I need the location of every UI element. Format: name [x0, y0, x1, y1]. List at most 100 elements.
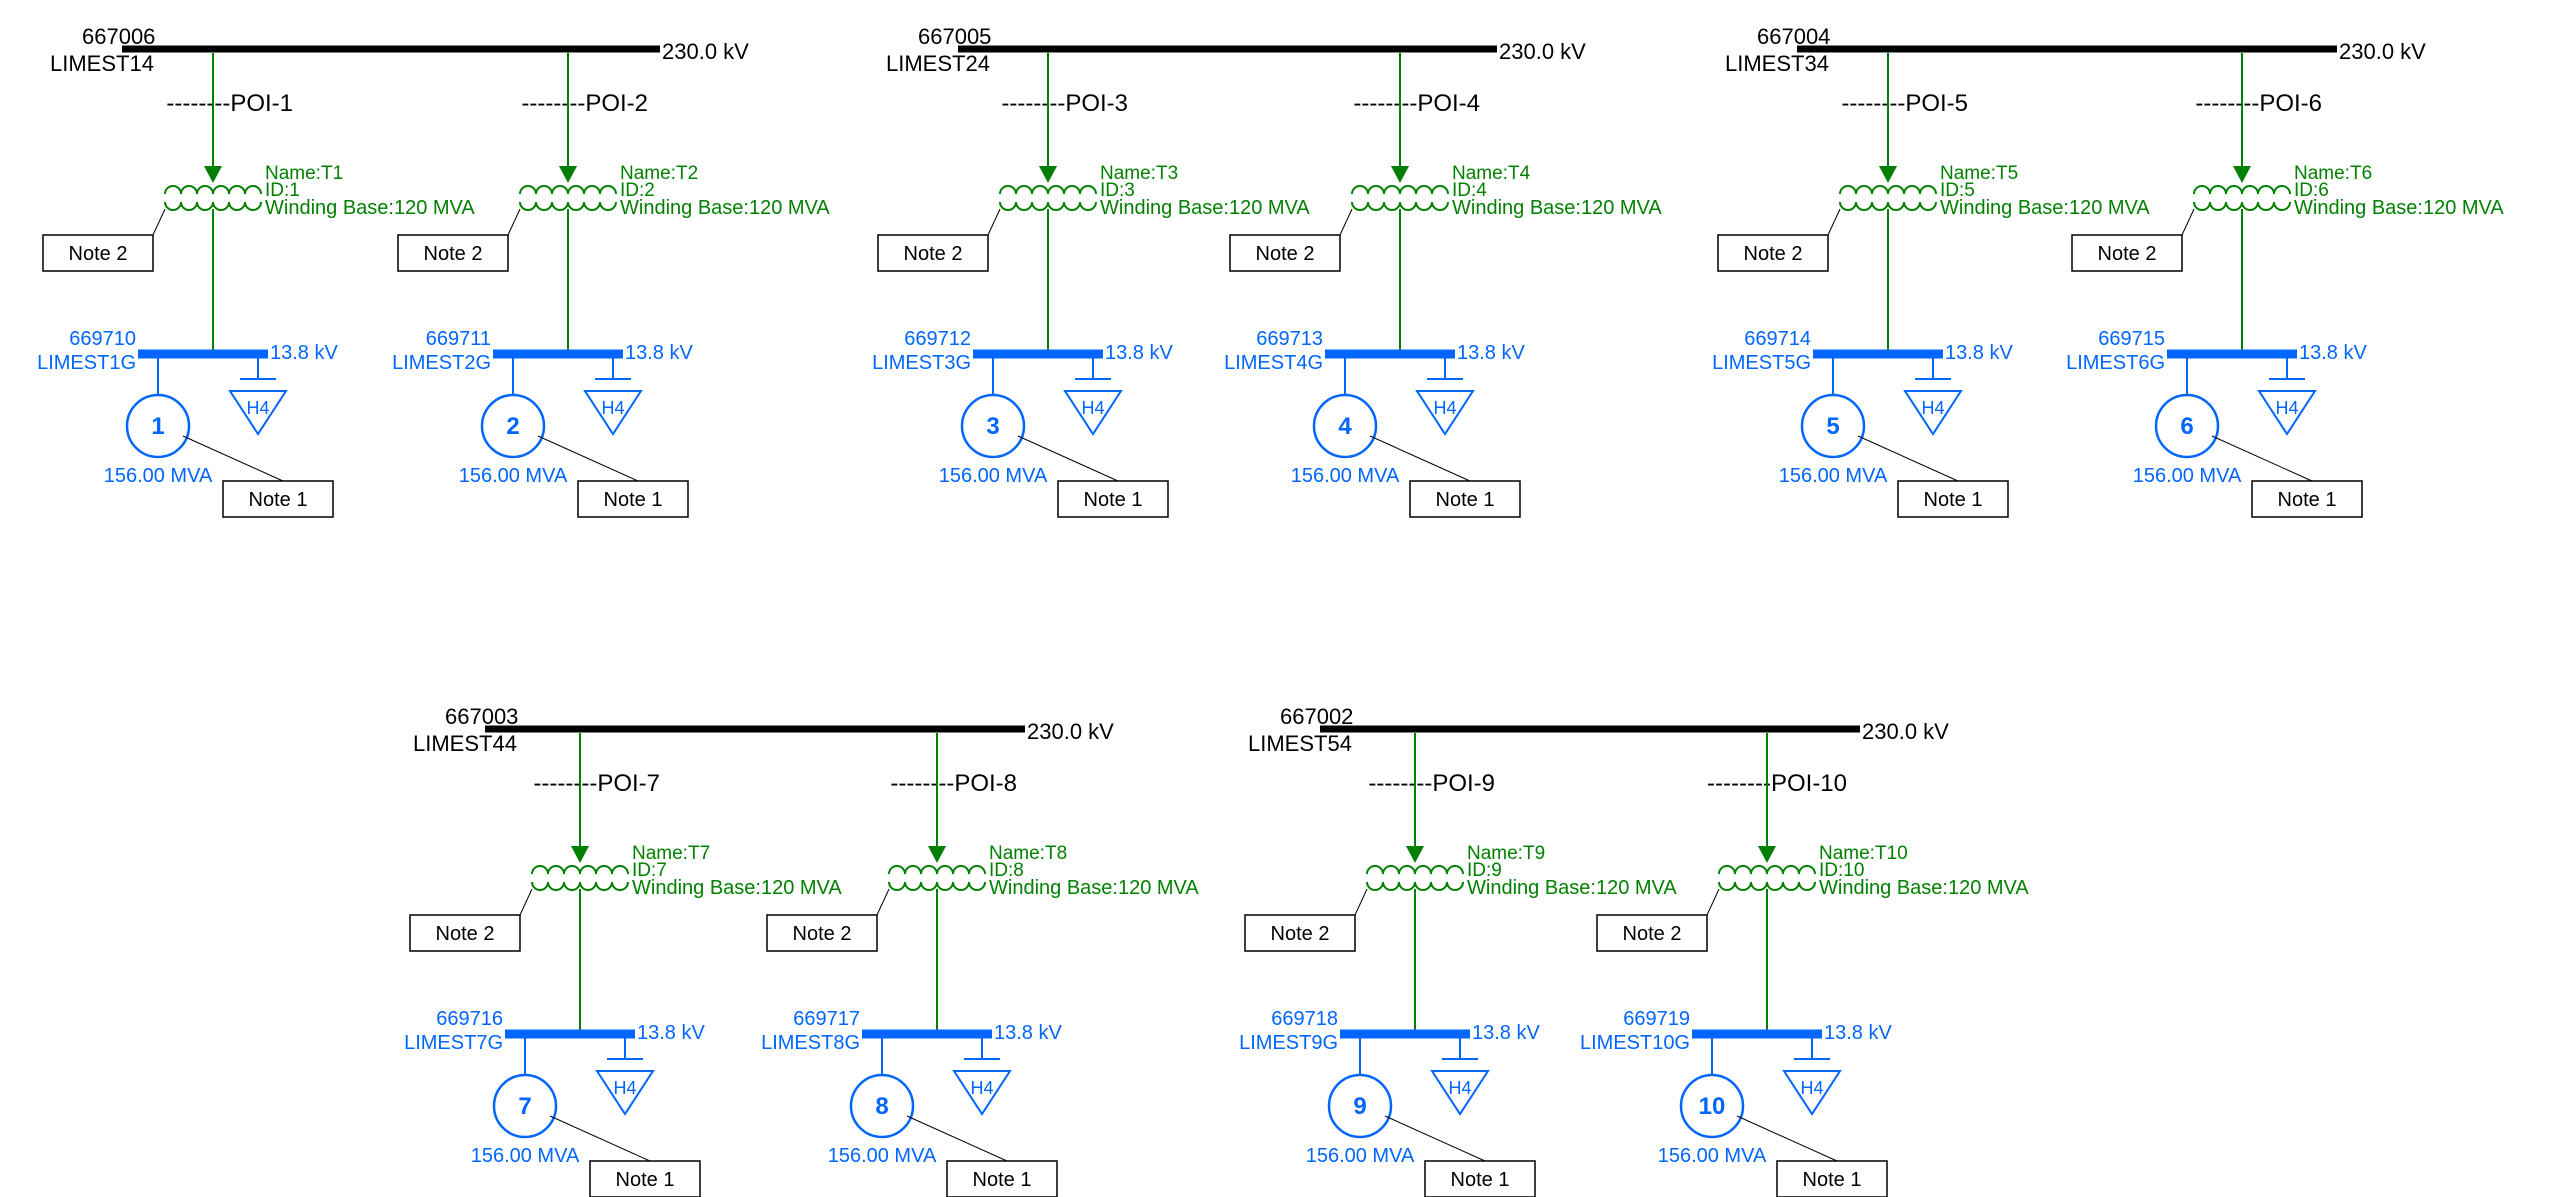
- generator-mva: 156.00 MVA: [1658, 1145, 1767, 1167]
- load-triangle-icon: [1903, 390, 1963, 436]
- load-label: H4: [1921, 398, 1944, 418]
- hv-bus-number: 667005: [918, 24, 991, 49]
- gen-note-label: Note 1: [1924, 489, 1983, 511]
- lv-bus-name: LIMEST7G: [404, 1032, 503, 1054]
- gen-note-box: [1424, 1160, 1536, 1197]
- gen-note-label: Note 1: [2278, 489, 2337, 511]
- transformer-name: Name:T7: [632, 843, 710, 864]
- lv-bus-name: LIMEST5G: [1712, 352, 1811, 374]
- lv-bus-number: 669710: [69, 328, 136, 350]
- lv-bus-name: LIMEST1G: [37, 352, 136, 374]
- generator-mva: 156.00 MVA: [1291, 465, 1400, 487]
- load-label: H4: [1448, 1078, 1471, 1098]
- lv-bus-number: 669716: [436, 1008, 503, 1030]
- load-triangle-icon: [2257, 390, 2317, 436]
- transformer-winding-base: Winding Base:120 MVA: [989, 877, 1199, 899]
- transformer-winding-base: Winding Base:120 MVA: [1819, 877, 2029, 899]
- lv-bus-voltage: 13.8 kV: [994, 1022, 1062, 1044]
- generator-id: 3: [986, 413, 999, 440]
- generator-circle-icon: [849, 1073, 915, 1139]
- load-label: H4: [1800, 1078, 1823, 1098]
- gen-note-leader: [2211, 435, 2313, 482]
- generator-circle-icon: [960, 393, 1026, 459]
- lv-bus-number: 669711: [426, 328, 491, 350]
- lv-bus-voltage: 13.8 kV: [1824, 1022, 1892, 1044]
- xf-note-leader: [1339, 208, 1353, 236]
- xf-note-label: Note 2: [69, 243, 128, 265]
- gen-note-box: [589, 1160, 701, 1197]
- hv-bus-name: LIMEST54: [1248, 731, 1352, 756]
- transformer-secondary-winding: [2193, 201, 2291, 211]
- generator-mva: 156.00 MVA: [828, 1145, 937, 1167]
- hv-bus-number: 667003: [445, 704, 518, 729]
- load-label: H4: [1081, 398, 1104, 418]
- xf-note-box: [1244, 914, 1356, 952]
- lv-bus-voltage: 13.8 kV: [270, 342, 338, 364]
- gen-note-box: [1776, 1160, 1888, 1197]
- gen-note-box: [1057, 480, 1169, 518]
- gen-note-leader: [1384, 1115, 1486, 1162]
- load-label: H4: [601, 398, 624, 418]
- gen-note-leader: [1736, 1115, 1838, 1162]
- load-triangle-icon: [1063, 390, 1123, 436]
- transformer-id: ID:10: [1819, 860, 1864, 881]
- generator-circle-icon: [1800, 393, 1866, 459]
- load-triangle-icon: [1415, 390, 1475, 436]
- transformer-secondary-winding: [519, 201, 617, 211]
- load-label: H4: [613, 1078, 636, 1098]
- generator-mva: 156.00 MVA: [104, 465, 213, 487]
- lv-bus-voltage: 13.8 kV: [1105, 342, 1173, 364]
- lv-bus-voltage: 13.8 kV: [637, 1022, 705, 1044]
- gen-note-leader: [182, 435, 284, 482]
- lv-bus-voltage: 13.8 kV: [1945, 342, 2013, 364]
- lv-bus-name: LIMEST9G: [1239, 1032, 1338, 1054]
- lv-bus-voltage: 13.8 kV: [1457, 342, 1525, 364]
- generator-mva: 156.00 MVA: [1779, 465, 1888, 487]
- transformer-primary-winding: [888, 865, 986, 875]
- poi-label: --------POI-3: [1001, 90, 1128, 117]
- generator-id: 5: [1826, 413, 1839, 440]
- lv-bus-number: 669713: [1256, 328, 1323, 350]
- transformer-arrow: [1391, 166, 1409, 183]
- load-triangle-icon: [228, 390, 288, 436]
- transformer-arrow: [2233, 166, 2251, 183]
- xf-note-box: [2071, 234, 2183, 272]
- xf-note-label: Note 2: [1271, 923, 1330, 945]
- load-triangle-icon: [952, 1070, 1012, 1116]
- generator-id: 1: [151, 413, 164, 440]
- xf-note-label: Note 2: [904, 243, 963, 265]
- lv-bus-name: LIMEST10G: [1580, 1032, 1690, 1054]
- transformer-secondary-winding: [999, 201, 1097, 211]
- load-triangle-icon: [1430, 1070, 1490, 1116]
- transformer-winding-base: Winding Base:120 MVA: [1452, 197, 1662, 219]
- transformer-winding-base: Winding Base:120 MVA: [1940, 197, 2150, 219]
- transformer-name: Name:T6: [2294, 163, 2372, 184]
- generator-mva: 156.00 MVA: [471, 1145, 580, 1167]
- hv-bus-voltage: 230.0 kV: [1027, 719, 1114, 744]
- transformer-primary-winding: [1839, 185, 1937, 195]
- transformer-id: ID:8: [989, 860, 1024, 881]
- gen-note-label: Note 1: [973, 1169, 1032, 1191]
- xf-note-box: [409, 914, 521, 952]
- gen-note-box: [222, 480, 334, 518]
- gen-note-leader: [1017, 435, 1119, 482]
- xf-note-box: [397, 234, 509, 272]
- transformer-primary-winding: [1366, 865, 1464, 875]
- transformer-primary-winding: [999, 185, 1097, 195]
- gen-note-leader: [537, 435, 639, 482]
- gen-note-label: Note 1: [1084, 489, 1143, 511]
- poi-label: --------POI-9: [1368, 770, 1495, 797]
- transformer-id: ID:2: [620, 180, 655, 201]
- xf-note-box: [1717, 234, 1829, 272]
- transformer-name: Name:T8: [989, 843, 1067, 864]
- transformer-secondary-winding: [1351, 201, 1449, 211]
- transformer-id: ID:3: [1100, 180, 1135, 201]
- xf-note-leader: [1706, 888, 1720, 916]
- generator-id: 4: [1338, 413, 1352, 440]
